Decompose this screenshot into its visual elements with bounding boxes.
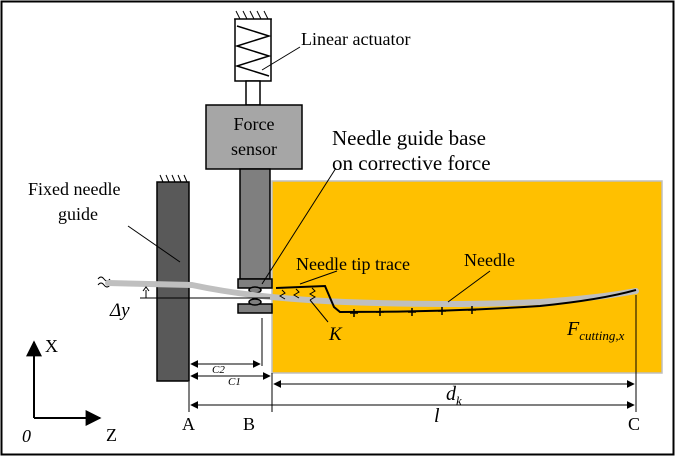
label-needle: Needle (464, 250, 515, 270)
label-dk: dk (446, 383, 462, 408)
force-sensor-box (205, 104, 303, 170)
linear-actuator (234, 18, 272, 106)
label-fixed-guide-1: Fixed needle (28, 179, 120, 199)
label-c2: C2 (212, 364, 225, 376)
label-l: l (434, 405, 440, 427)
needle-guide-base (237, 278, 273, 314)
trace-springs (279, 287, 329, 323)
label-force-sensor-1: Force (234, 114, 275, 134)
delta-y-marker (142, 286, 150, 298)
coordinate-axes (26, 340, 102, 426)
tissue-block (271, 180, 663, 374)
trace-markers (350, 306, 476, 317)
label-force-sensor-2: sensor (231, 139, 277, 159)
label-delta-y: Δy (109, 300, 130, 321)
actuator-ground-hatch (234, 10, 272, 20)
label-point-a: A (182, 414, 195, 434)
label-guide-base-1: Needle guide base (332, 126, 486, 150)
label-f-cutting: Fcutting,x (566, 318, 625, 343)
label-origin: 0 (22, 426, 31, 446)
label-k: K (328, 324, 343, 345)
sensor-rod (239, 168, 271, 280)
needle (105, 280, 639, 307)
dimension-lines (188, 295, 637, 412)
label-needle-tip-trace: Needle tip trace (296, 254, 410, 274)
label-point-b: B (243, 414, 255, 434)
fixed-guide-hatch (157, 174, 189, 183)
label-axis-z: Z (106, 425, 117, 445)
leader-lines (127, 46, 491, 303)
label-linear-actuator: Linear actuator (301, 29, 410, 49)
label-guide-base-2: on corrective force (332, 151, 491, 175)
label-fixed-guide-2: guide (58, 204, 98, 224)
label-point-c: C (628, 414, 640, 434)
needle-tip-trace (275, 284, 637, 314)
label-c1: C1 (228, 376, 241, 388)
label-axis-x: X (45, 336, 58, 356)
